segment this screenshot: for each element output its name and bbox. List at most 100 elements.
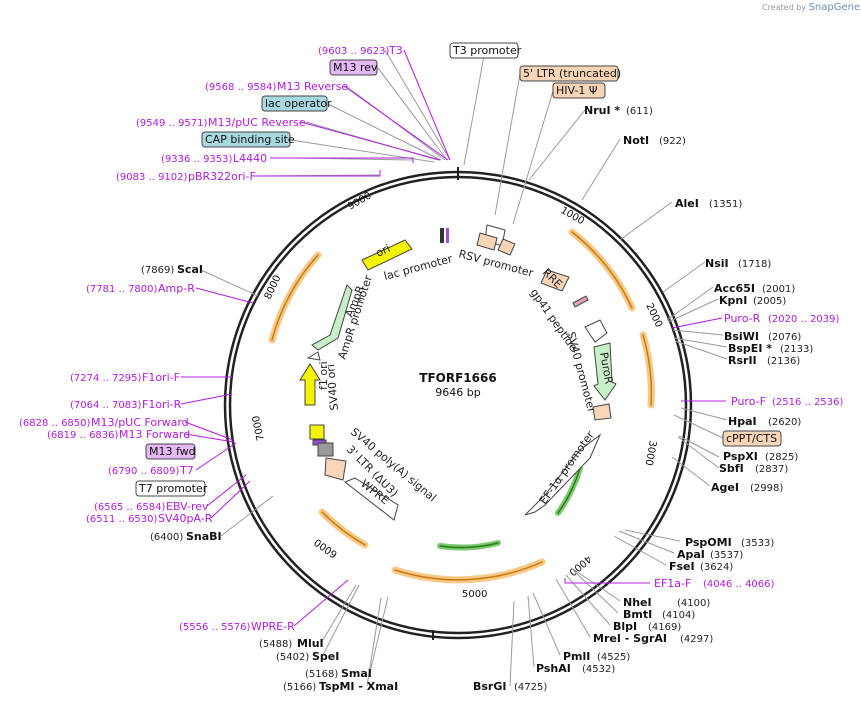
enzyme-mlui: MluI <box>297 637 324 650</box>
m13-rev-label: M13 rev <box>333 61 378 74</box>
orf-arc-5 <box>268 251 322 344</box>
primer-t7: T7 <box>179 464 194 477</box>
enzyme-mlui-pos: (5488) <box>259 639 292 650</box>
enzyme-apai: ApaI <box>677 548 705 561</box>
enzyme-nsii: NsiI <box>705 257 729 270</box>
primer-wpre-r-pos: (5556 .. 5576) <box>179 622 251 633</box>
enzyme-rsrii-pos: (2136) <box>767 356 800 367</box>
hiv-box <box>497 238 516 256</box>
enzyme-snabi-pos: (6400) <box>150 532 183 543</box>
lac-operator-mark <box>440 228 444 243</box>
sv40-ori-label: SV40 ori <box>324 364 341 411</box>
leader-lines <box>200 49 728 687</box>
primer-amp-r: Amp-R <box>158 282 195 295</box>
enzyme-acc65i-pos: (2001) <box>762 284 795 295</box>
enzyme-rsrii: RsrII <box>728 354 757 367</box>
primer-l4440: L4440 <box>233 152 267 165</box>
t7-promoter-label: T7 promoter <box>138 482 208 495</box>
plasmid-name: TFORF1666 <box>419 371 496 385</box>
primer-puro-f-pos: (2516 .. 2536) <box>772 397 844 408</box>
cap-binding-label: CAP binding site <box>205 133 295 146</box>
enzyme-scai: ScaI <box>177 263 203 276</box>
orf-arcs <box>268 228 655 584</box>
orf-arc-4 <box>318 508 369 549</box>
plasmid-size: 9646 bp <box>435 386 480 399</box>
enzyme-pmli: PmlI <box>563 650 590 663</box>
primer-labels: T3 (9603 .. 9623) M13 Reverse (9568 .. 9… <box>19 44 844 633</box>
ef1a-arrow <box>524 433 602 516</box>
credit-prefix: Created by <box>762 3 807 12</box>
primer-t7-pos: (6790 .. 6809) <box>108 466 180 477</box>
enzyme-nrui-pos: (611) <box>626 106 653 117</box>
enzyme-spei: SpeI <box>312 650 339 663</box>
m13-mark <box>446 228 449 243</box>
enzyme-agei-pos: (2998) <box>750 483 783 494</box>
ltr5-label: 5' LTR (truncated) <box>523 67 621 80</box>
enzyme-nhei-pos: (4100) <box>677 598 710 609</box>
enzyme-labels: NruI * (611) NotI (922) AleI (1351) NsiI… <box>141 104 813 693</box>
cppt-label-box <box>722 430 782 447</box>
t3-promoter-label: T3 promoter <box>452 44 522 57</box>
primer-f1ori-f-pos: (7274 .. 7295) <box>70 373 142 384</box>
cppt-label: cPPT/CTS <box>726 432 777 445</box>
rsv-promoter-label: RSV promoter <box>457 247 535 280</box>
enzyme-pspxi-pos: (2825) <box>765 452 798 463</box>
primer-t3-pos: (9603 .. 9623) <box>318 46 390 57</box>
sv40-promoter-arrow <box>584 319 608 343</box>
tick-3000: 3000 <box>643 439 658 466</box>
primer-f1ori-r-pos: (7064 .. 7083) <box>70 400 142 411</box>
hiv-label: HIV-1 Ψ <box>556 84 598 97</box>
enzyme-bsrgi: BsrGI <box>473 680 506 693</box>
f1-ori-arrow <box>299 363 321 406</box>
enzyme-noti-pos: (922) <box>659 136 686 147</box>
enzyme-noti: NotI <box>623 134 649 147</box>
m13-fwd-label: M13 fwd <box>149 445 196 458</box>
enzyme-pspomi-pos: (3533) <box>741 538 774 549</box>
primer-pbr322ori-f: pBR322ori-F <box>188 170 256 183</box>
enzyme-fsei: FseI <box>669 560 695 573</box>
primer-puro-r-pos: (2020 .. 2039) <box>768 314 840 325</box>
primer-m13-forward: M13 Forward <box>119 428 190 441</box>
primer-lines <box>180 49 726 627</box>
backbone-inner <box>228 175 688 635</box>
enzyme-bspei-pos: (2133) <box>780 344 813 355</box>
enzyme-nrui: NruI * <box>584 104 620 117</box>
puror-label: PuroR <box>597 351 615 385</box>
marker-arc-2-line <box>439 542 499 549</box>
enzyme-fsei-pos: (3624) <box>700 562 733 573</box>
tick-5000: 5000 <box>462 589 487 600</box>
primer-m13-forward-pos: (6819 .. 6836) <box>47 430 119 441</box>
lac-operator-label: lac operator <box>265 97 332 110</box>
tick-2000: 2000 <box>643 302 664 330</box>
primer-ef1a-f: EF1a-F <box>654 577 691 590</box>
enzyme-bsiwi-pos: (2076) <box>768 332 801 343</box>
enzyme-alei: AleI <box>675 197 699 210</box>
t7-promoter-box <box>135 480 206 497</box>
primer-sv40pa-r-pos: (6511 .. 6530) <box>86 514 158 525</box>
primer-ebv-rev: EBV-rev <box>166 500 209 513</box>
primer-m13-reverse-pos: (9568 .. 9584) <box>205 82 277 93</box>
ori-arrow <box>361 239 413 271</box>
orf-arc-2-line <box>642 334 653 406</box>
wpre-arrow <box>344 477 399 521</box>
primer-amp-r-pos: (7781 .. 7800) <box>86 284 158 295</box>
rre-box <box>540 269 570 292</box>
enzyme-sbfi-pos: (2837) <box>755 464 788 475</box>
orf-arc-4-line <box>321 511 366 546</box>
enzyme-smai-pos: (5168) <box>305 669 338 680</box>
t3-promoter-box <box>449 42 519 59</box>
boxed-labels: M13 rev lac operator CAP binding site T3… <box>135 42 782 497</box>
enzyme-bspei: BspEI * <box>728 342 772 355</box>
enzyme-tspmi-xmai: TspMI - XmaI <box>319 680 398 693</box>
enzyme-pshai: PshAI <box>536 662 571 675</box>
enzyme-nsii-pos: (1718) <box>738 259 771 270</box>
primer-m13puc-reverse-pos: (9549 .. 9571) <box>136 118 208 129</box>
m13-fwd-box <box>145 443 196 460</box>
orf-arc-1-line <box>571 231 633 309</box>
tick-7000: 7000 <box>251 414 267 441</box>
ori-label: ori <box>374 242 392 260</box>
enzyme-mrei-sgrai: MreI - SgrAI <box>593 632 667 645</box>
orf-arc-3-line <box>394 561 543 581</box>
enzyme-bmti: BmtI <box>623 608 652 621</box>
